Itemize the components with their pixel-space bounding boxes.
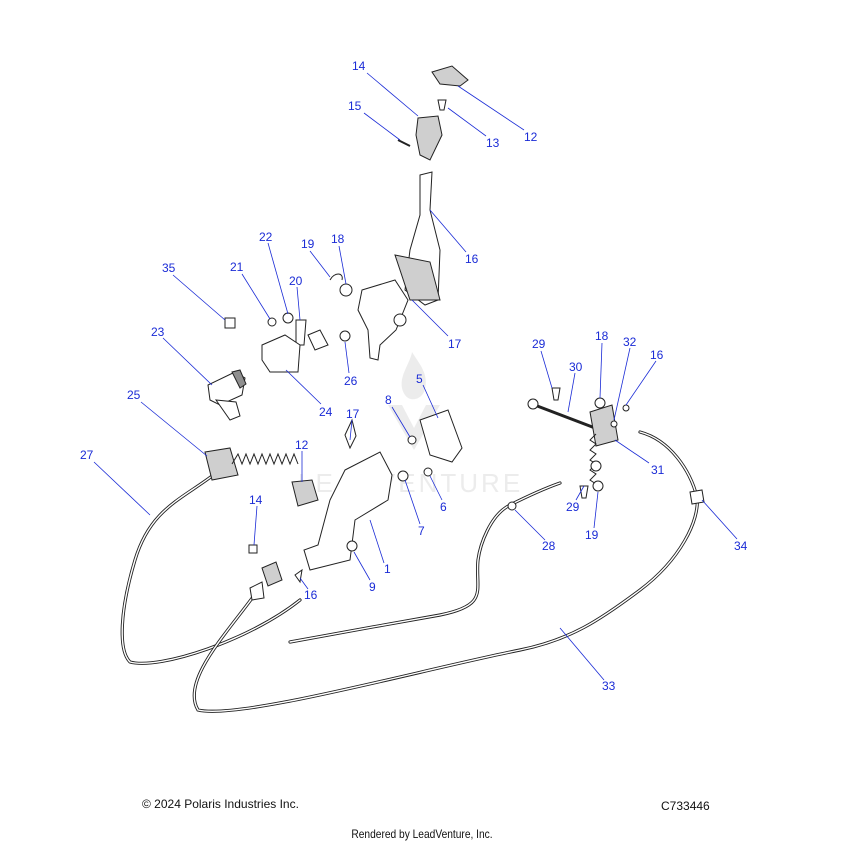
part-18-bushing [339, 283, 353, 297]
part-25-spring [231, 452, 299, 466]
part-30-rod [531, 402, 596, 430]
callout-33: 33 [602, 679, 616, 693]
callout-29: 29 [532, 337, 546, 351]
callout-29: 29 [566, 500, 580, 514]
callout-17: 17 [346, 407, 360, 421]
callout-18: 18 [331, 232, 345, 246]
callout-22: 22 [259, 230, 273, 244]
callout-14: 14 [352, 59, 366, 73]
callout-20: 20 [289, 274, 303, 288]
part-17-pedal [357, 279, 409, 361]
callout-19: 19 [301, 237, 315, 251]
callout-8: 8 [385, 393, 392, 407]
watermark-flame-icon [401, 352, 426, 400]
part-28-clamp [507, 501, 517, 511]
callout-14: 14 [249, 493, 263, 507]
callout-27: 27 [80, 448, 94, 462]
callout-17: 17 [448, 337, 462, 351]
part-9-nut [346, 540, 358, 552]
part-31-block [589, 404, 619, 447]
part-13-screw [437, 99, 447, 111]
part-31-spring [589, 433, 597, 485]
part-16-pin [294, 568, 303, 584]
part-22-washer [282, 312, 294, 324]
part-18-bushing-b [594, 397, 606, 409]
part-8-nut [407, 435, 417, 445]
part-26-nut [339, 330, 351, 342]
cable-end-connector [261, 561, 283, 587]
leader-lines [93, 72, 738, 681]
part-31-nut [590, 460, 602, 472]
part-21-nut [267, 317, 277, 327]
watermark-text: LEADVENTURE [298, 468, 523, 498]
part-24-bracket [261, 334, 301, 373]
callout-25: 25 [127, 388, 141, 402]
callout-23: 23 [151, 325, 165, 339]
callout-31: 31 [651, 463, 665, 477]
part-14-knob [415, 115, 443, 161]
callout-28: 28 [542, 539, 556, 553]
cable-34 [638, 430, 699, 499]
callout-5: 5 [416, 372, 423, 386]
part-1-bracket [303, 451, 393, 571]
part-16-clip [622, 404, 630, 412]
part-35-bolt [224, 317, 236, 329]
rendered-by-text: Rendered by LeadVenture, Inc. [351, 827, 493, 841]
part-29-bolt-top [551, 387, 561, 401]
callout-15: 15 [348, 99, 362, 113]
cable-33 [192, 495, 699, 713]
callouts: 14 15 13 12 16 22 19 18 35 21 20 17 23 2… [80, 59, 748, 693]
part-32-nut [610, 420, 618, 428]
callout-34: 34 [734, 539, 748, 553]
callout-1: 1 [384, 562, 391, 576]
callout-19: 19 [585, 528, 599, 542]
drawing-number: C733446 [661, 799, 710, 813]
watermark-v-icon [388, 405, 440, 450]
copyright-text: © 2024 Polaris Industries Inc. [142, 797, 299, 811]
part-6-bolt [423, 467, 433, 477]
callout-7: 7 [418, 524, 425, 538]
callout-13: 13 [486, 136, 500, 150]
part-12-cap [431, 65, 469, 87]
callout-16: 16 [304, 588, 318, 602]
callout-26: 26 [344, 374, 358, 388]
cable-assemblies [120, 430, 699, 713]
callout-12: 12 [295, 438, 309, 452]
callout-6: 6 [440, 500, 447, 514]
callout-32: 32 [623, 335, 637, 349]
callout-9: 9 [369, 580, 376, 594]
part-7-nut [397, 470, 409, 482]
part-19-clip-b [592, 480, 604, 492]
callout-21: 21 [230, 260, 244, 274]
callout-12: 12 [524, 130, 538, 144]
callout-16: 16 [650, 348, 664, 362]
callout-18: 18 [595, 329, 609, 343]
part-5-block [419, 409, 463, 463]
part-34-clip [689, 489, 705, 505]
part-29-bolt-bottom [579, 485, 589, 499]
part-15-pin [397, 139, 411, 147]
watermark: LEADVENTURE [298, 352, 523, 498]
callout-24: 24 [319, 405, 333, 419]
callout-35: 35 [162, 261, 176, 275]
part-12-pad [291, 479, 319, 507]
part-19-clip [329, 273, 343, 281]
part-14-pin [248, 544, 258, 554]
part-20-link [295, 319, 307, 346]
callout-16: 16 [465, 252, 479, 266]
callout-30: 30 [569, 360, 583, 374]
part-25-boot [204, 447, 239, 481]
